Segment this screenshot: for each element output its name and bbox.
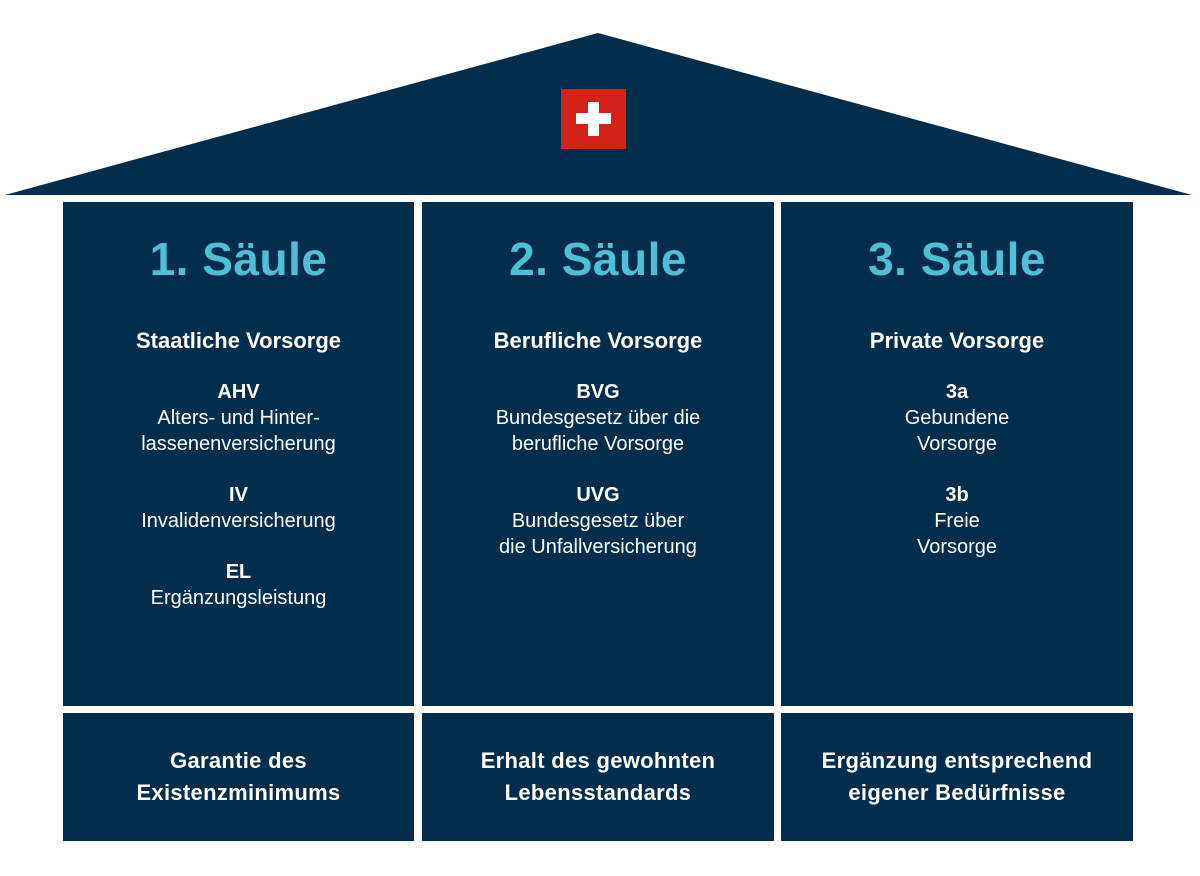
item-description: Bundesgesetz über die berufliche Vorsorg… <box>495 407 701 455</box>
pillar-2: 2. Säule Berufliche Vorsorge BVG Bundesge… <box>422 202 774 706</box>
pillar-item: BVG Bundesgesetz über die berufliche Vors… <box>422 379 774 457</box>
item-code: BVG <box>576 381 620 403</box>
swiss-flag-icon <box>561 89 626 149</box>
pillar-1-goal: Garantie des Existenzminimums <box>63 713 414 841</box>
item-code: IV <box>229 484 248 506</box>
item-description: Invalidenversicherung <box>141 510 336 532</box>
pillar-item: AHV Alters- und Hinter- lassenenversicher… <box>63 379 414 457</box>
pillar-2-goal: Erhalt des gewohnten Lebensstandards <box>422 713 774 841</box>
pillar-item: IV Invalidenversicherung <box>63 482 414 534</box>
item-code: 3a <box>945 381 969 403</box>
pillar-subtitle: Berufliche Vorsorge <box>493 328 703 353</box>
pillar-title: 3. Säule <box>868 233 1046 285</box>
item-description: Bundesgesetz über die Unfallversicherung <box>499 510 697 558</box>
item-code: UVG <box>576 484 620 506</box>
pillar-1: 1. Säule Staatliche Vorsorge AHV Alters- … <box>63 202 414 706</box>
item-description: Gebundene Vorsorge <box>904 407 1010 455</box>
pillar-goal: Ergänzung entsprechend eigener Bedürfnis… <box>821 748 1093 805</box>
item-description: Freie Vorsorge <box>916 510 998 558</box>
pillar-subtitle: Private Vorsorge <box>869 328 1045 353</box>
item-description: Alters- und Hinter- lassenenversicherung <box>141 407 336 455</box>
pillar-3-goal: Ergänzung entsprechend eigener Bedürfnis… <box>781 713 1133 841</box>
item-code: AHV <box>217 381 260 403</box>
pillar-goal: Erhalt des gewohnten Lebensstandards <box>480 748 716 805</box>
item-code: 3b <box>945 484 969 506</box>
item-code: EL <box>225 561 252 583</box>
item-description: Ergänzungsleistung <box>150 587 327 609</box>
pillar-item: UVG Bundesgesetz über die Unfallversicher… <box>422 482 774 560</box>
pillar-goal: Garantie des Existenzminimums <box>136 748 341 805</box>
pillar-item: EL Ergänzungsleistung <box>63 559 414 611</box>
pillar-title: 2. Säule <box>509 233 687 285</box>
pillar-title: 1. Säule <box>149 233 328 285</box>
pillar-subtitle: Staatliche Vorsorge <box>136 328 341 353</box>
